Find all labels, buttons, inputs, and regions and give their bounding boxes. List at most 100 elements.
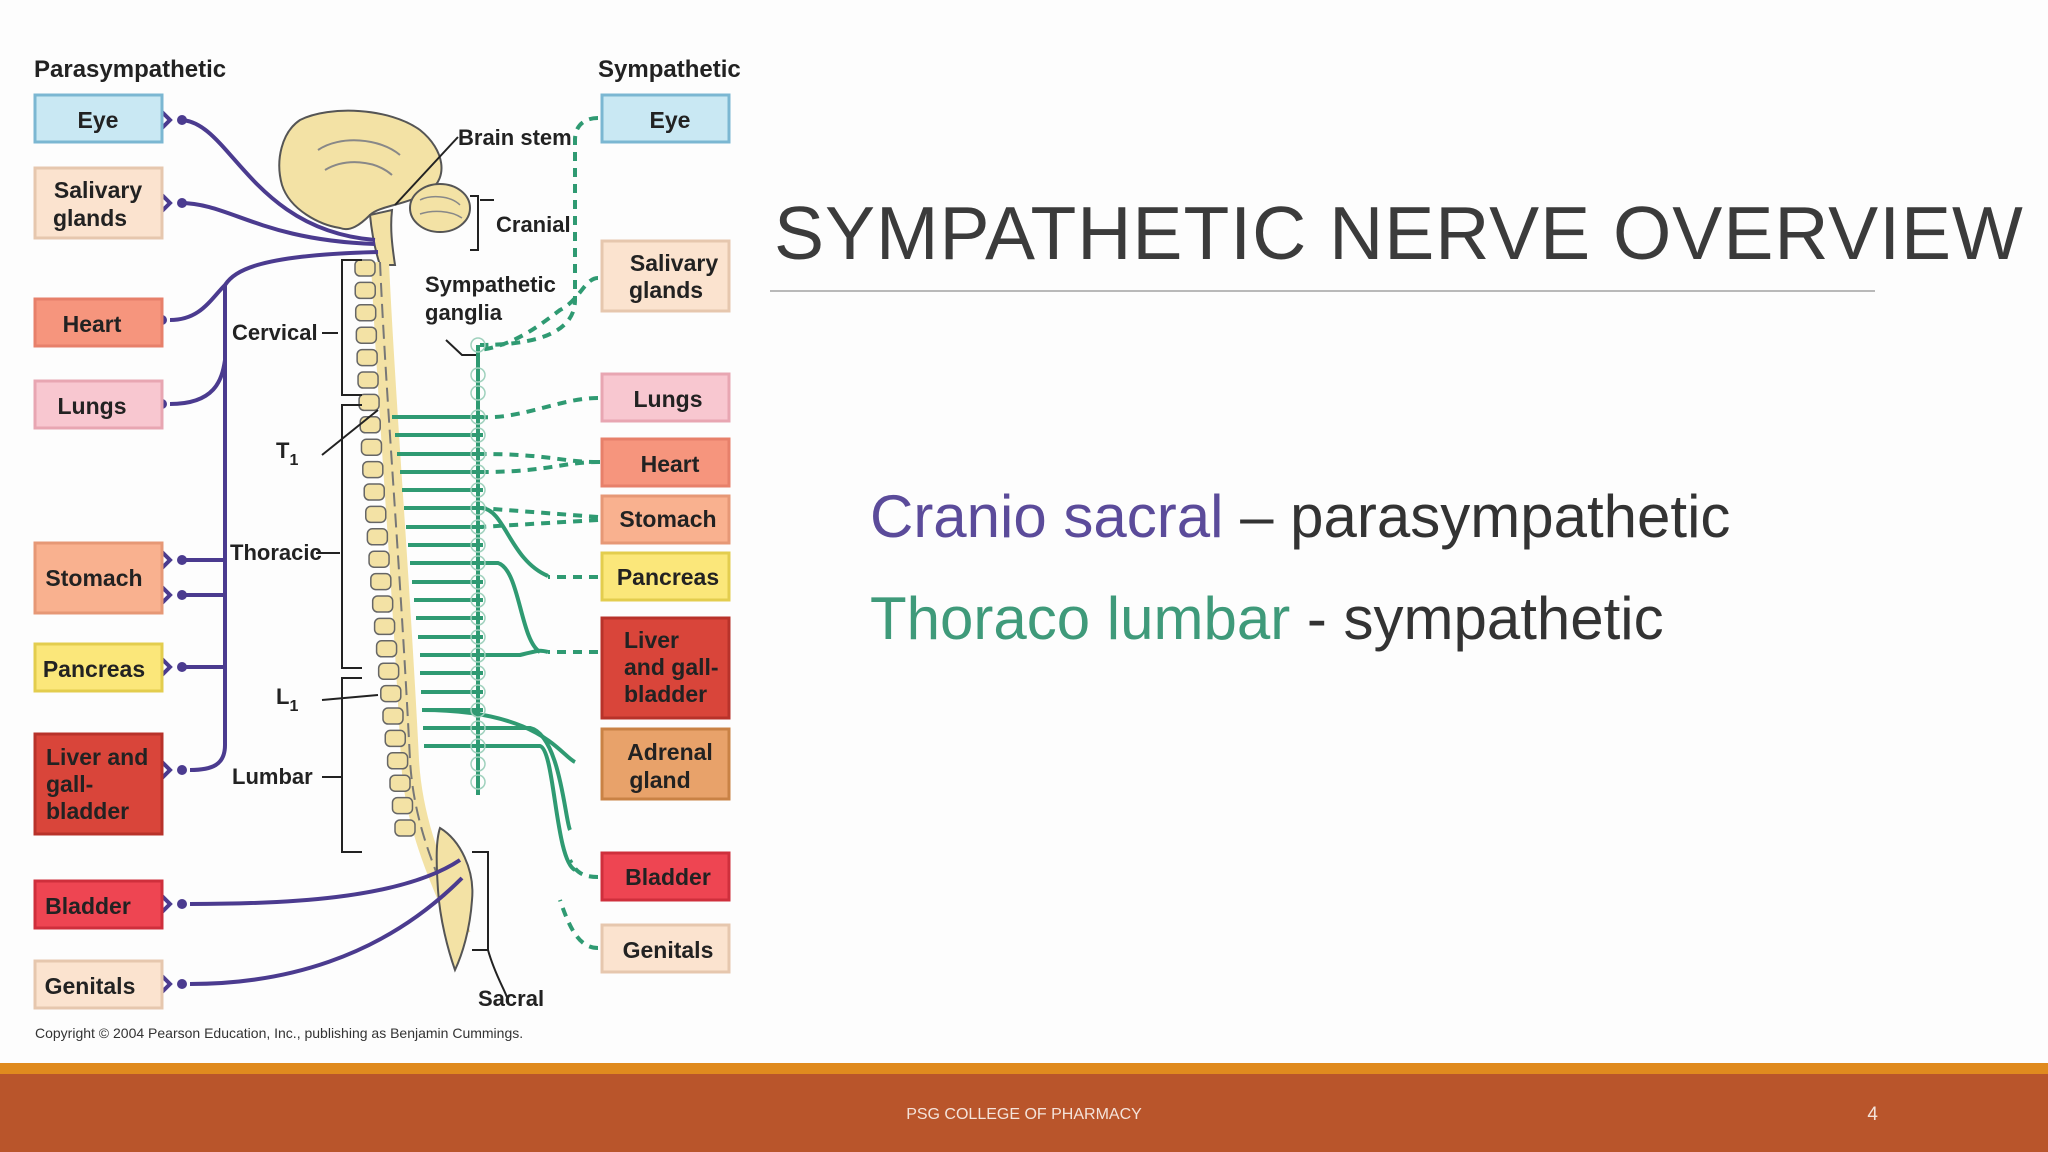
parasympathetic-synapse-arrow <box>160 974 173 994</box>
vertebra <box>357 371 379 389</box>
parasympathetic-ganglion-dot <box>177 115 187 125</box>
svg-text:Salivary: Salivary <box>630 250 718 276</box>
parasympathetic-synapse-arrow <box>160 110 173 130</box>
sympathetic-ganglion <box>470 519 486 535</box>
parasympathetic-synapse-arrow <box>160 894 173 914</box>
parasympathetic-synapse-arrow <box>160 760 173 780</box>
vertebra <box>365 505 387 524</box>
sympathetic-text: - sympathetic <box>1290 585 1664 652</box>
footer-accent-stripe <box>0 1063 2048 1074</box>
parasympathetic-synapse-arrow <box>160 193 173 213</box>
footer-bar <box>0 1074 2048 1152</box>
vertebra <box>391 796 414 815</box>
sympathetic-ganglion <box>470 610 486 626</box>
svg-text:Liver and: Liver and <box>46 744 148 770</box>
svg-text:Pancreas: Pancreas <box>43 656 145 682</box>
symp-liver-gallbladder-box: Liver and gall- bladder <box>600 616 731 720</box>
vertebra <box>386 752 409 770</box>
parasympathetic-ganglion-dot <box>177 590 187 600</box>
svg-text:glands: glands <box>53 205 127 231</box>
vertebra <box>362 460 384 479</box>
svg-text:and gall-: and gall- <box>624 654 719 680</box>
svg-text:Liver: Liver <box>624 627 679 653</box>
vertebra <box>355 326 378 344</box>
sympathetic-ganglion <box>470 702 486 718</box>
sympathetic-ganglion <box>470 409 486 425</box>
svg-text:Adrenal: Adrenal <box>627 739 713 765</box>
svg-text:Lungs: Lungs <box>58 393 127 419</box>
parasympathetic-synapse-arrow <box>160 550 173 570</box>
title-divider <box>770 290 1875 292</box>
para-bladder-box: Bladder <box>33 879 164 930</box>
page-number: 4 <box>1867 1104 1878 1125</box>
vertebra <box>363 483 385 501</box>
para-genitals-box: Genitals <box>33 959 164 1010</box>
footer-text: PSG COLLEGE OF PHARMACY <box>906 1106 1142 1123</box>
vertebra <box>354 281 376 300</box>
para-eye-box: Eye <box>33 93 164 144</box>
svg-text:Eye: Eye <box>650 107 691 133</box>
vertebra <box>371 595 394 613</box>
vertebra <box>360 438 383 456</box>
sympathetic-ganglion <box>470 464 486 480</box>
vertebra <box>368 550 390 568</box>
svg-text:Heart: Heart <box>641 451 700 477</box>
svg-text:gland: gland <box>629 767 690 793</box>
cranio-sacral-line: Cranio sacral – parasympathetic <box>870 482 1730 551</box>
sympathetic-ganglion <box>470 774 486 790</box>
parasympathetic-text: – parasympathetic <box>1223 483 1731 550</box>
svg-text:Heart: Heart <box>63 311 122 337</box>
parasympathetic-heading: Parasympathetic <box>34 56 226 83</box>
brain-illustration <box>278 109 471 266</box>
symp-eye-box: Eye <box>600 93 731 144</box>
vertebra <box>370 572 392 591</box>
svg-text:Pancreas: Pancreas <box>617 564 719 590</box>
sympathetic-ganglia-label: Sympathetic <box>425 272 556 297</box>
svg-text:Bladder: Bladder <box>45 893 131 919</box>
copyright-notice: Copyright © 2004 Pearson Education, Inc.… <box>35 1025 523 1041</box>
sacral-label: Sacral <box>478 986 544 1011</box>
para-heart-box: Heart <box>33 297 164 348</box>
sympathetic-ganglion <box>470 629 486 645</box>
vertebra <box>366 528 389 546</box>
lumbar-label: Lumbar <box>232 764 313 789</box>
symp-pancreas-box: Pancreas <box>600 551 731 602</box>
svg-text:glands: glands <box>629 277 703 303</box>
thoracic-label: Thoracic <box>230 540 322 565</box>
symp-bladder-box: Bladder <box>600 851 731 902</box>
region-brackets <box>316 136 509 1001</box>
spinal-column <box>371 261 471 939</box>
vertebra <box>384 729 407 748</box>
slide-title: SYMPATHETIC NERVE OVERVIEW <box>774 191 2024 275</box>
svg-text:bladder: bladder <box>46 798 129 824</box>
sympathetic-ganglion <box>470 738 486 754</box>
t1-label: T1 <box>276 438 298 469</box>
cranial-label: Cranial <box>496 212 571 237</box>
vertebra <box>359 416 381 434</box>
vertebrae <box>354 259 416 837</box>
l1-label: L1 <box>276 684 298 715</box>
brain-stem-label: Brain stem <box>458 125 572 150</box>
sympathetic-ganglion <box>470 367 486 383</box>
vertebra <box>354 259 376 277</box>
sympathetic-ganglion <box>470 592 486 608</box>
sympathetic-ganglion <box>470 720 486 736</box>
sympathetic-ganglion <box>470 500 486 516</box>
vertebra <box>356 348 378 367</box>
thoraco-lumbar-term: Thoraco lumbar <box>870 585 1291 652</box>
svg-text:Salivary: Salivary <box>54 177 142 203</box>
parasympathetic-ganglion-dot <box>177 979 187 989</box>
sympathetic-ganglion <box>470 446 486 462</box>
symp-genitals-box: Genitals <box>600 923 731 974</box>
para-liver-gallbladder-box: Liver and gall- bladder <box>33 732 164 836</box>
sympathetic-ganglion <box>470 665 486 681</box>
vertebra <box>358 393 380 412</box>
parasympathetic-synapse-arrow <box>160 585 173 605</box>
para-pancreas-box: Pancreas <box>33 642 164 693</box>
vertebra <box>394 819 416 837</box>
svg-text:Genitals: Genitals <box>623 937 714 963</box>
symp-adrenal-gland-box: Adrenal gland <box>600 727 731 801</box>
sympathetic-ganglion <box>470 756 486 772</box>
autonomic-nervous-system-diagram: Parasympathetic Sympathetic <box>33 56 741 1041</box>
parasympathetic-pathways <box>169 118 464 986</box>
